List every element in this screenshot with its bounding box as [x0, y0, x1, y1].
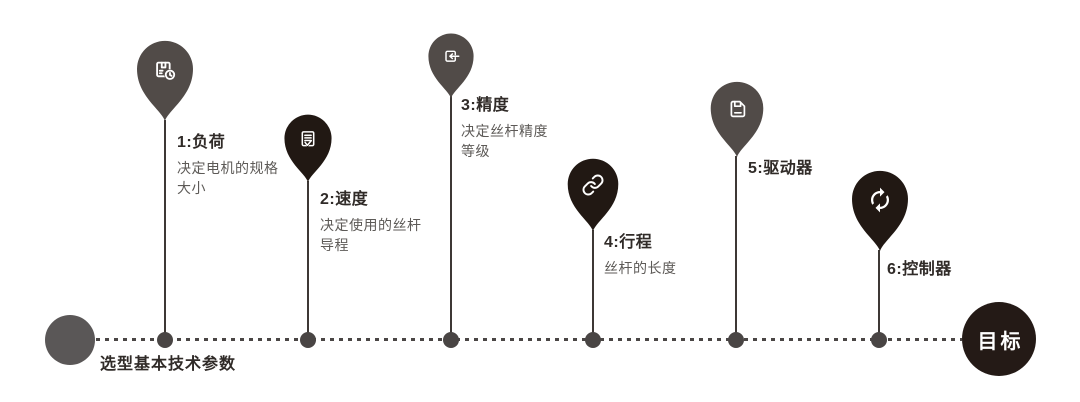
pin-balloon: [428, 33, 474, 99]
node-title: 2:速度: [320, 191, 369, 208]
timeline-dot-1: [157, 332, 173, 348]
node-label-2: 2:速度 决定使用的丝杆 导程: [320, 185, 422, 255]
start-node-label: 选型基本技术参数: [100, 356, 237, 373]
timeline-dot-2: [300, 332, 316, 348]
node-description: 决定使用的丝杆 导程: [320, 215, 422, 255]
timeline-dot-5: [728, 332, 744, 348]
timeline-dot-3: [443, 332, 459, 348]
pin-marker-4: [565, 157, 621, 232]
pin-marker-6: [849, 169, 911, 252]
node-description: 决定电机的规格 大小: [177, 158, 279, 198]
sync-icon: [871, 187, 889, 213]
node-title: 1:负荷: [177, 134, 226, 151]
goal-label: 目标: [977, 330, 1024, 353]
pin-marker-5: [708, 80, 766, 158]
timeline-dot-6: [871, 332, 887, 348]
package-clock-icon: [156, 61, 176, 81]
node-label-4: 4:行程 丝杆的长度: [604, 228, 677, 278]
desc-line: 导程: [320, 237, 349, 253]
memo-check-icon: [301, 130, 315, 148]
pin-balloon: [284, 114, 332, 183]
stem-4: [592, 230, 594, 340]
stem-6: [878, 250, 880, 340]
timeline-dotted-line: [96, 338, 962, 341]
desc-line: 大小: [177, 180, 206, 196]
node-label-6: 6:控制器: [887, 255, 952, 279]
node-description: 丝杆的长度: [604, 258, 677, 278]
node-title: 5:驱动器: [748, 160, 813, 177]
pin-balloon: [567, 158, 619, 232]
link-icon: [582, 174, 604, 196]
desc-line: 丝杆的长度: [604, 260, 677, 276]
goal-node-circle: 目标: [962, 302, 1036, 376]
node-title: 3:精度: [461, 97, 510, 114]
stem-2: [307, 181, 309, 340]
pin-balloon: [137, 40, 193, 122]
pin-marker-2: [282, 113, 334, 183]
desc-line: 决定丝杆精度: [461, 123, 548, 139]
stem-1: [164, 120, 166, 340]
node-label-3: 3:精度 决定丝杆精度 等级: [461, 91, 548, 161]
desc-line: 决定使用的丝杆: [320, 217, 422, 233]
start-node-circle: [45, 315, 95, 365]
save-icon: [730, 100, 746, 118]
desc-line: 等级: [461, 143, 490, 159]
pin-marker-3: [426, 32, 476, 99]
pin-balloon: [710, 81, 764, 158]
desc-line: 决定电机的规格: [177, 160, 279, 176]
import-arrow-icon: [445, 50, 460, 62]
stem-5: [735, 156, 737, 340]
node-label-1: 1:负荷 决定电机的规格 大小: [177, 128, 279, 198]
node-title: 4:行程: [604, 234, 653, 251]
node-label-5: 5:驱动器: [748, 154, 813, 178]
node-title: 6:控制器: [887, 261, 952, 278]
stem-3: [450, 96, 452, 340]
timeline-dot-4: [585, 332, 601, 348]
pin-marker-1: [134, 39, 196, 122]
node-description: 决定丝杆精度 等级: [461, 121, 548, 161]
